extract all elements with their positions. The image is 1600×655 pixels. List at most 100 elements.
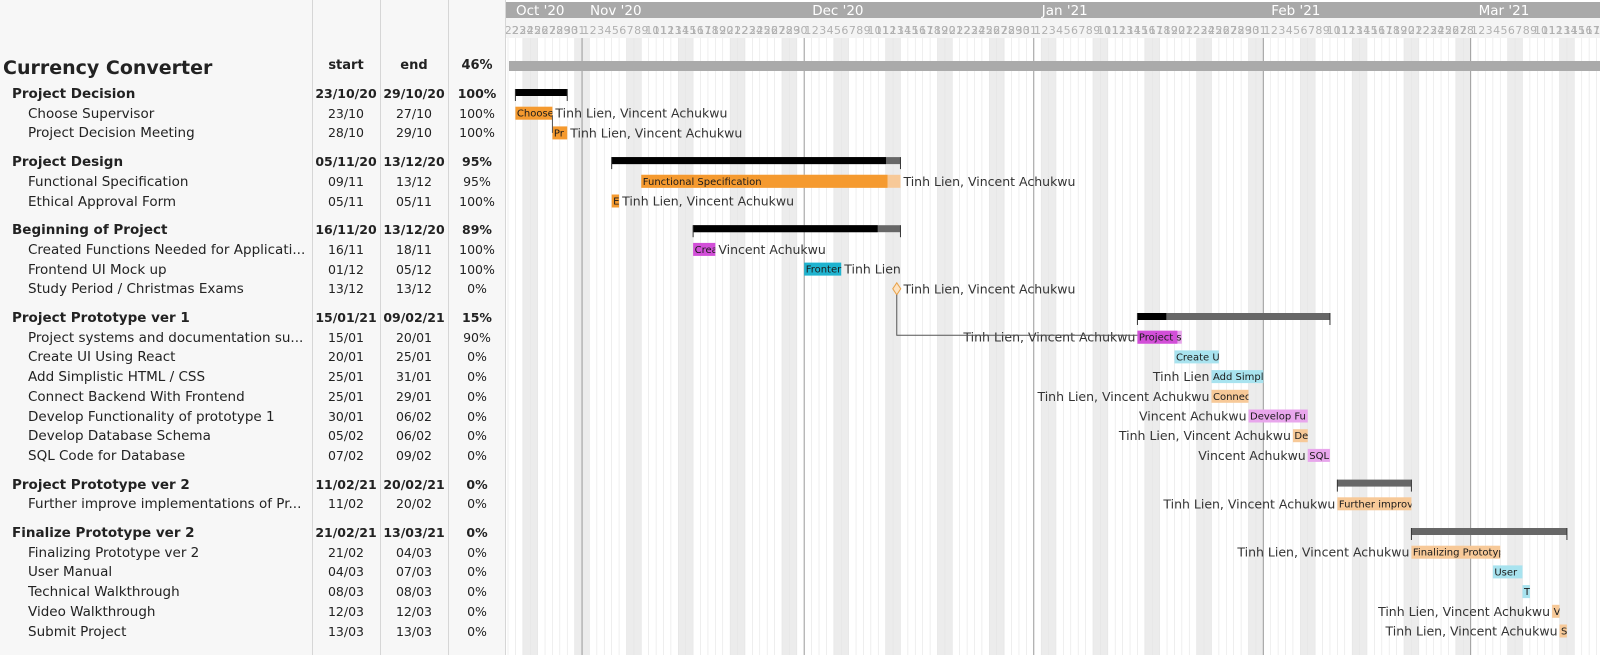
task-percent: 95% <box>463 173 491 189</box>
group-bar <box>1337 479 1412 487</box>
task-resources: Tinh Lien, Vincent Achukwu <box>569 125 742 140</box>
day-tick-label: 7 <box>627 24 634 37</box>
day-tick-label: 4 <box>1056 24 1063 37</box>
day-tick-label: 30 <box>793 24 807 37</box>
day-tick-label: 3 <box>1278 24 1285 37</box>
task-start: 21/02 <box>327 544 365 560</box>
day-tick-label: 1 <box>1471 24 1478 37</box>
weekend-column <box>996 20 1005 655</box>
day-tick-label: 21 <box>727 24 741 37</box>
weekend-column <box>1352 20 1360 655</box>
group-end: 09/02/21 <box>383 310 445 325</box>
day-tick-label: 21 <box>949 24 963 37</box>
day-tick-label: 19 <box>1164 24 1178 37</box>
day-tick-label: 27 <box>1453 24 1467 37</box>
task-end: 05/12 <box>395 261 433 277</box>
month-label: Dec '20 <box>812 3 863 19</box>
day-tick-label: 24 <box>749 24 763 37</box>
group-percent: 0% <box>466 525 488 540</box>
group-name: Project Decision <box>12 86 136 102</box>
day-header-band <box>506 18 1600 38</box>
task-bar <box>1248 409 1308 423</box>
day-tick-label: 8 <box>856 24 863 37</box>
task-percent: 100% <box>459 241 495 257</box>
day-tick-label: 1 <box>804 24 811 37</box>
task-name: Finalizing Prototype ver 2 <box>28 544 200 561</box>
task-resources: Tinh Lien, Vincent Achukwu <box>902 281 1075 296</box>
day-tick-label: 10 <box>1097 24 1111 37</box>
month-label: Feb '21 <box>1271 3 1320 19</box>
day-tick-label: 13 <box>1556 24 1570 37</box>
group-percent: 15% <box>462 310 492 325</box>
day-tick-label: 16 <box>912 24 926 37</box>
task-percent: 0% <box>467 388 487 404</box>
day-tick-label: 19 <box>1393 24 1407 37</box>
weekend-column <box>989 20 997 655</box>
task-bar <box>1559 624 1567 638</box>
task-percent: 0% <box>467 428 487 444</box>
day-tick-label: 23 <box>742 24 756 37</box>
start-column-header: start <box>328 58 364 73</box>
task-name: Add Simplistic HTML / CSS <box>28 369 206 386</box>
day-tick-label: 3 <box>1049 24 1056 37</box>
day-tick-label: 8 <box>1523 24 1530 37</box>
day-tick-label: 20 <box>719 24 733 37</box>
day-tick-label: 11 <box>875 24 889 37</box>
task-bar-label: SQL <box>1309 451 1329 462</box>
day-tick-label: 2 <box>1271 24 1278 37</box>
day-tick-label: 12 <box>1549 24 1563 37</box>
day-tick-label: 7 <box>1078 24 1085 37</box>
day-tick-label: 15 <box>1364 24 1378 37</box>
task-bar <box>515 106 553 120</box>
task-percent: 100% <box>459 261 495 277</box>
task-name: Further improve implementations of Pr... <box>28 496 302 513</box>
day-tick-label: 17 <box>1378 24 1392 37</box>
group-percent: 95% <box>462 154 492 170</box>
day-tick-label: 18 <box>1156 24 1170 37</box>
task-start: 13/03 <box>327 623 365 639</box>
day-tick-label: 1 <box>1034 24 1041 37</box>
group-start: 05/11/20 <box>315 154 377 170</box>
weekend-column <box>1048 20 1056 655</box>
task-bar-label: Functional Specification <box>643 177 762 188</box>
day-tick-label: 28 <box>1001 24 1015 37</box>
day-tick-label: 17 <box>1149 24 1163 37</box>
task-start: 11/02 <box>327 496 365 512</box>
day-tick-label: 10 <box>1534 24 1548 37</box>
task-end: 13/12 <box>395 281 433 297</box>
task-resources: Tinh Lien, Vincent Achukwu <box>1118 428 1291 443</box>
task-bar-progress <box>1137 330 1178 344</box>
weekend-column <box>1196 20 1205 655</box>
day-tick-label: 16 <box>1578 24 1592 37</box>
day-tick-label: 29 <box>557 24 571 37</box>
task-end: 13/03 <box>395 623 433 639</box>
task-name: Technical Walkthrough <box>28 584 180 601</box>
task-percent: 0% <box>467 564 487 580</box>
day-tick-label: 28 <box>1460 24 1474 37</box>
day-tick-label: 4 <box>604 24 611 37</box>
project-percent: 46% <box>461 58 493 73</box>
weekend-column <box>1041 20 1049 655</box>
day-tick-label: 20 <box>1171 24 1185 37</box>
task-bar-label: Crea <box>695 245 718 256</box>
task-bar <box>1492 565 1523 579</box>
group-bar <box>1137 313 1330 320</box>
day-tick-label: 27 <box>1223 24 1237 37</box>
task-name: Study Period / Christmas Exams <box>28 281 244 298</box>
day-tick-label: 14 <box>1356 24 1370 37</box>
task-bar <box>1211 389 1249 403</box>
group-progress <box>693 225 878 233</box>
task-end: 06/02 <box>395 408 433 424</box>
end-column-header: end <box>400 58 428 73</box>
day-tick-label: 5 <box>1500 24 1507 37</box>
task-bar-label: V <box>1554 607 1561 618</box>
weekend-column <box>885 20 894 655</box>
day-tick-label: 4 <box>827 24 834 37</box>
weekend-column <box>833 20 842 655</box>
task-start: 05/11 <box>327 193 365 209</box>
task-start: 13/12 <box>327 281 365 297</box>
task-bar-label: Connec <box>1213 392 1250 403</box>
task-name: Project systems and documentation su... <box>28 329 304 346</box>
task-percent: 0% <box>467 349 487 365</box>
